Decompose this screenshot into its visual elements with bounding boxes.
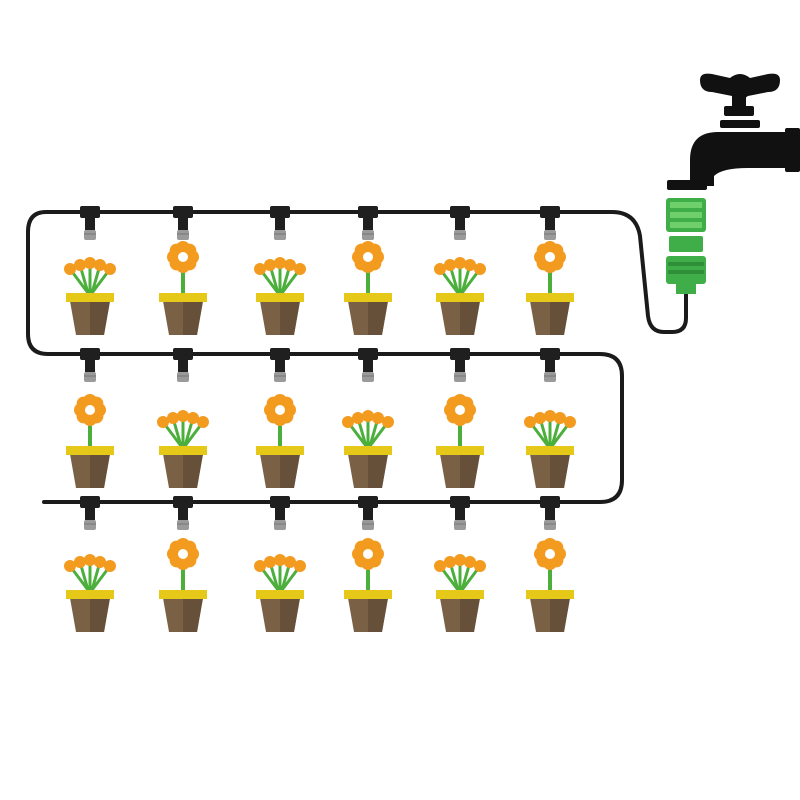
drip-emitter-icon xyxy=(540,496,560,530)
drip-emitters xyxy=(80,206,560,530)
potted-plant xyxy=(64,257,116,335)
pot-rim xyxy=(66,590,114,599)
potted-plant xyxy=(526,241,574,335)
drip-emitter-icon xyxy=(450,206,470,240)
pot-rim xyxy=(436,293,484,302)
potted-plant xyxy=(344,538,392,632)
pot-rim xyxy=(66,293,114,302)
drip-emitter-icon xyxy=(450,348,470,382)
potted-plant xyxy=(159,538,207,632)
potted-plants xyxy=(64,241,576,632)
potted-plant xyxy=(254,554,306,632)
potted-plant xyxy=(159,241,207,335)
potted-plant xyxy=(436,394,484,488)
drip-emitter-icon xyxy=(80,496,100,530)
drip-emitter-icon xyxy=(270,348,290,382)
flower-bud-cluster-icon xyxy=(524,410,576,448)
flower-bud-cluster-icon xyxy=(434,257,486,295)
drip-emitter-icon xyxy=(450,496,470,530)
daisy-flower-icon xyxy=(534,538,566,570)
drip-emitter-icon xyxy=(173,348,193,382)
flower-bud-cluster-icon xyxy=(434,554,486,592)
potted-plant xyxy=(344,241,392,335)
flower-bud-cluster-icon xyxy=(64,257,116,295)
pot-rim xyxy=(436,446,484,455)
pot-rim xyxy=(66,446,114,455)
flower-bud-cluster-icon xyxy=(157,410,209,448)
pot-rim xyxy=(344,293,392,302)
flower-bud-cluster-icon xyxy=(342,410,394,448)
pot-rim xyxy=(526,293,574,302)
daisy-flower-icon xyxy=(444,394,476,426)
pot-rim xyxy=(344,590,392,599)
drip-emitter-icon xyxy=(173,496,193,530)
drip-emitter-icon xyxy=(540,206,560,240)
drip-emitter-icon xyxy=(358,348,378,382)
daisy-flower-icon xyxy=(534,241,566,273)
daisy-flower-icon xyxy=(352,241,384,273)
daisy-flower-icon xyxy=(167,538,199,570)
hose-connector-icon xyxy=(666,198,706,294)
drip-emitter-icon xyxy=(270,496,290,530)
potted-plant xyxy=(256,394,304,488)
flower-bud-cluster-icon xyxy=(64,554,116,592)
potted-plant xyxy=(157,410,209,488)
flower-bud-cluster-icon xyxy=(254,554,306,592)
daisy-flower-icon xyxy=(264,394,296,426)
pot-rim xyxy=(256,590,304,599)
drip-emitter-icon xyxy=(270,206,290,240)
pot-rim xyxy=(436,590,484,599)
potted-plant xyxy=(524,410,576,488)
drip-emitter-icon xyxy=(358,496,378,530)
potted-plant xyxy=(64,554,116,632)
daisy-flower-icon xyxy=(352,538,384,570)
daisy-flower-icon xyxy=(167,241,199,273)
potted-plant xyxy=(434,257,486,335)
irrigation-hose xyxy=(26,210,688,504)
pot-rim xyxy=(159,293,207,302)
potted-plant xyxy=(66,394,114,488)
drip-emitter-icon xyxy=(358,206,378,240)
pot-rim xyxy=(526,590,574,599)
drip-emitter-icon xyxy=(80,348,100,382)
water-faucet-icon xyxy=(667,73,800,190)
pot-rim xyxy=(256,446,304,455)
hose-line xyxy=(26,210,688,504)
pot-rim xyxy=(159,590,207,599)
daisy-flower-icon xyxy=(74,394,106,426)
drip-emitter-icon xyxy=(173,206,193,240)
flower-bud-cluster-icon xyxy=(254,257,306,295)
potted-plant xyxy=(526,538,574,632)
potted-plant xyxy=(254,257,306,335)
pot-rim xyxy=(256,293,304,302)
drip-emitter-icon xyxy=(80,206,100,240)
potted-plant xyxy=(434,554,486,632)
pot-rim xyxy=(344,446,392,455)
potted-plant xyxy=(342,410,394,488)
drip-emitter-icon xyxy=(540,348,560,382)
pot-rim xyxy=(526,446,574,455)
pot-rim xyxy=(159,446,207,455)
